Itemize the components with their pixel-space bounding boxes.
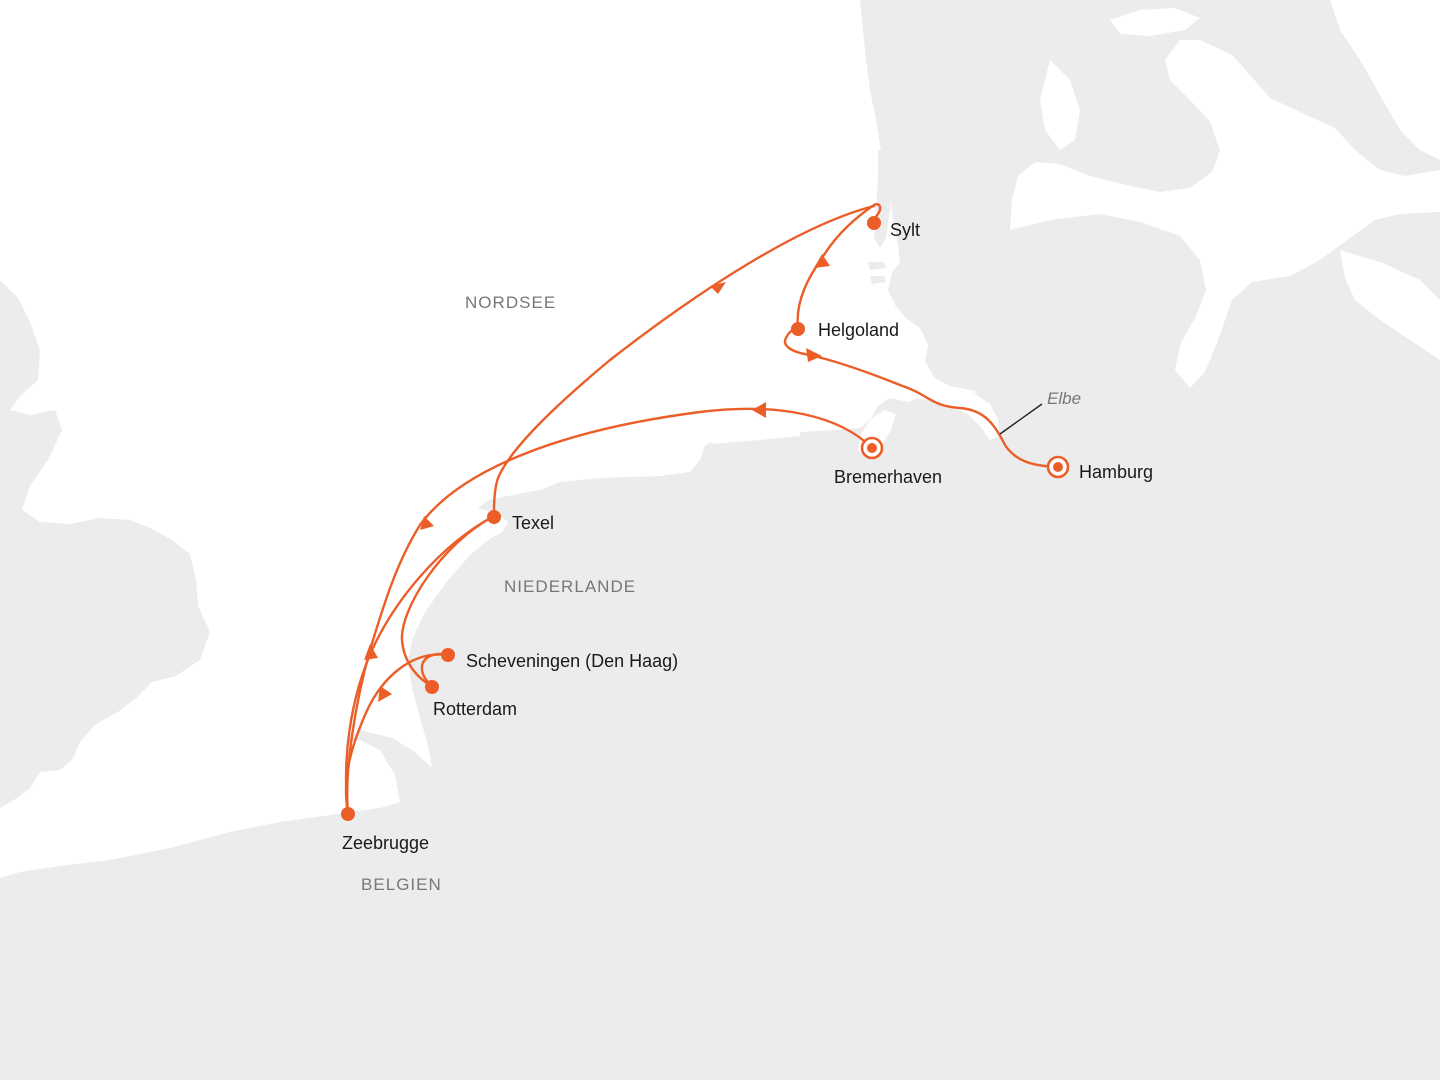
water-elbe-estuary xyxy=(932,392,1000,440)
city-label-texel: Texel xyxy=(512,513,555,533)
route-sylt-texel xyxy=(492,204,876,518)
land-frisian-islet-2 xyxy=(870,276,886,284)
water-fjord-a xyxy=(1040,60,1080,150)
route-arrow-1 xyxy=(814,254,830,268)
water-fjord-b xyxy=(1110,8,1200,36)
elbe-leader-line xyxy=(999,403,1043,435)
city-label-bremerhaven: Bremerhaven xyxy=(834,467,943,487)
region-label-netherlands: NIEDERLANDE xyxy=(504,577,637,596)
route-arrow-6 xyxy=(364,644,378,660)
marker-bremerhaven xyxy=(860,436,884,460)
city-label-rotterdam: Rotterdam xyxy=(433,699,518,719)
route-arrow-3 xyxy=(806,348,822,362)
route-arrow-7 xyxy=(378,686,392,702)
city-label-helgoland: Helgoland xyxy=(818,320,900,340)
city-label-sylt: Sylt xyxy=(890,220,921,240)
route-arrow-5 xyxy=(420,516,434,530)
marker-rotterdam xyxy=(425,680,439,694)
route-arrow-2 xyxy=(710,282,726,294)
water-wadden-3 xyxy=(710,428,800,444)
marker-scheveningen xyxy=(441,648,455,662)
route-hamburg-elbe-helgoland xyxy=(783,326,1060,469)
water-wadden-2 xyxy=(650,444,700,456)
region-label-sea: NORDSEE xyxy=(465,293,557,312)
marker-texel xyxy=(487,510,501,524)
marker-zeebrugge xyxy=(341,807,355,821)
water-bay-d xyxy=(1340,250,1440,360)
land-frisian-islet-1 xyxy=(868,262,886,270)
marker-helgoland xyxy=(791,322,805,336)
water-wadden-1 xyxy=(525,444,640,464)
land-britain xyxy=(0,280,210,808)
city-label-hamburg: Hamburg xyxy=(1079,462,1154,482)
region-label-belgium: BELGIEN xyxy=(361,875,442,894)
city-label-zeebrugge: Zeebrugge xyxy=(342,833,430,853)
route-texel-rotterdam xyxy=(400,514,496,688)
water-fjord-c xyxy=(1260,128,1310,172)
water-thames xyxy=(70,756,120,780)
water-baltic-inlet-b xyxy=(1330,0,1440,160)
city-label-scheveningen: Scheveningen (Den Haag) xyxy=(466,651,679,671)
water-baltic-inlet-a xyxy=(1010,40,1440,388)
route-arrow-4 xyxy=(752,402,766,418)
marker-hamburg xyxy=(1046,455,1070,479)
marker-sylt xyxy=(867,216,881,230)
river-label-elbe: Elbe xyxy=(1047,389,1082,408)
